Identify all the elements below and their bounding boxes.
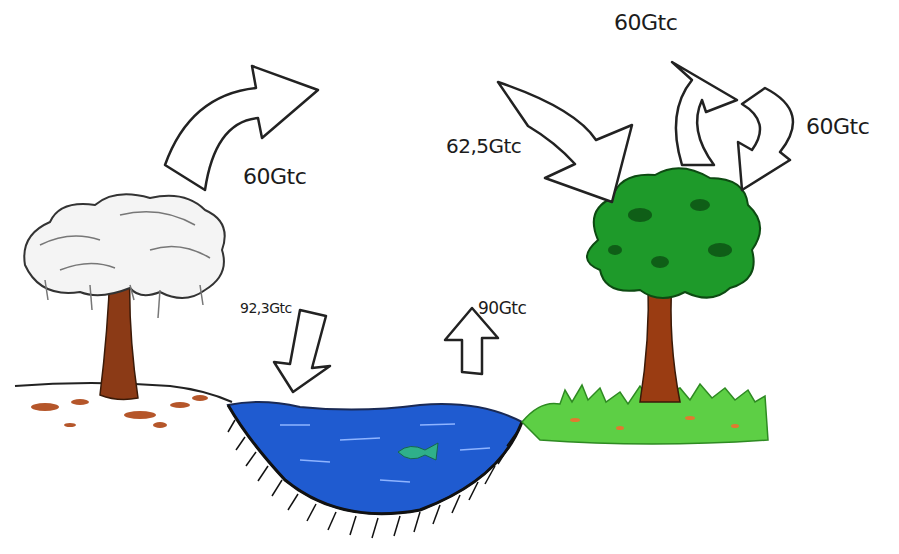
cycle-arrow-up: [672, 62, 737, 165]
fish: [398, 443, 438, 460]
ocean-uptake-arrow: [274, 310, 330, 392]
water-ripples: [280, 424, 490, 482]
flow-arrows: [165, 62, 793, 392]
cycle-arrow-down: [738, 88, 793, 190]
dead-tree-canopy: [24, 194, 224, 298]
flux-label: 60Gtc: [806, 114, 869, 139]
release-arrow: [165, 66, 318, 190]
canopy-strokes: [40, 212, 210, 318]
basin-hatching: [228, 420, 517, 538]
basin-outline: [228, 405, 522, 514]
flux-label: 60Gtc: [614, 10, 677, 35]
grass-flowers: [570, 416, 739, 430]
flux-label: 62,5Gtc: [446, 134, 521, 158]
canopy-shading: [608, 199, 732, 268]
flux-label: 92,3Gtc: [240, 300, 292, 316]
ocean-water: [228, 402, 522, 514]
flux-label: 60Gtc: [243, 164, 306, 189]
flux-label: 90Gtc: [478, 298, 526, 318]
